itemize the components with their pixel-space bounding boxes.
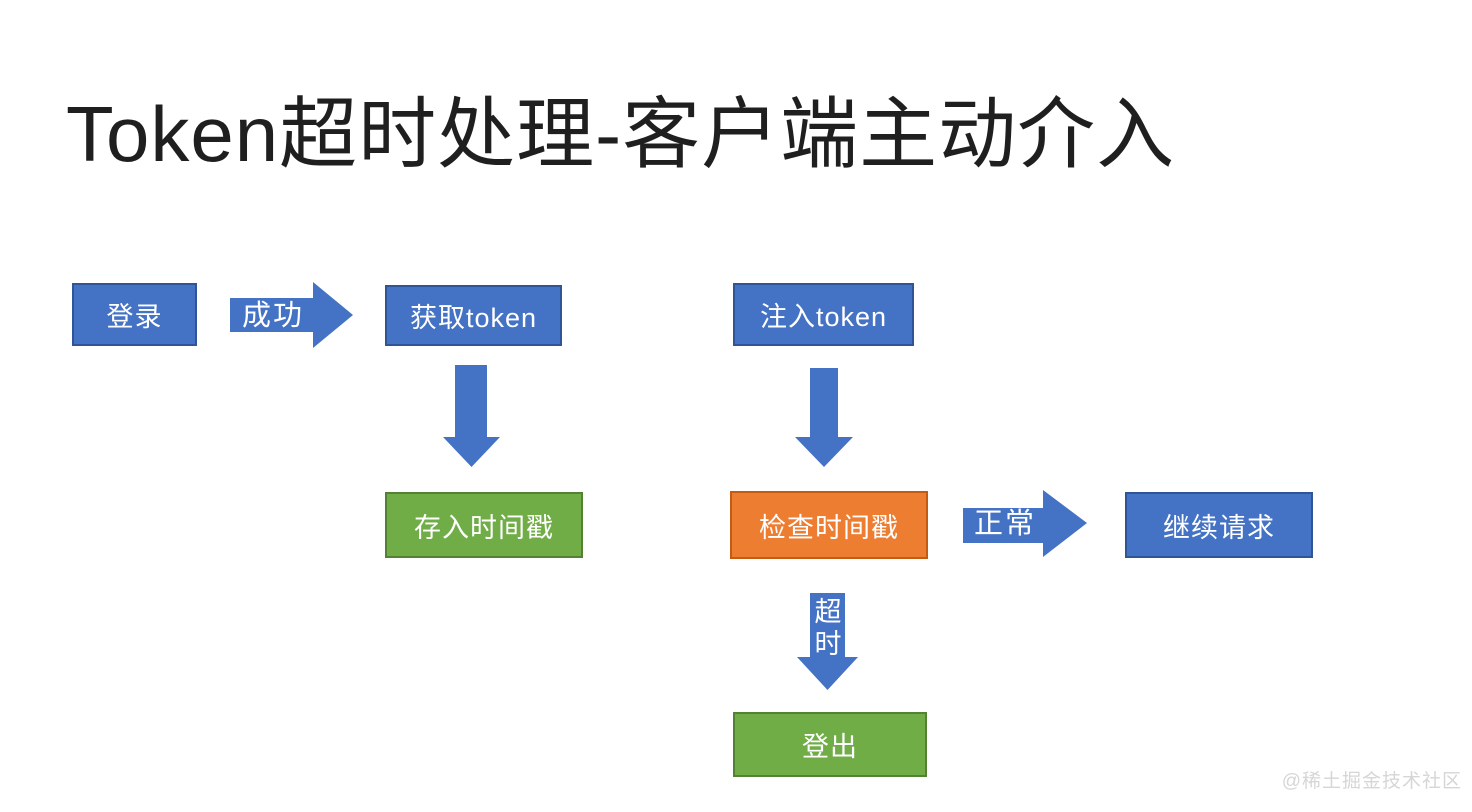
node-check-timestamp: 检查时间戳 [730, 491, 928, 559]
edge-label-timeout: 超时 [814, 597, 842, 659]
node-logout: 登出 [733, 712, 927, 777]
watermark: @稀土掘金技术社区 [1281, 771, 1462, 792]
node-continue-request: 继续请求 [1125, 492, 1313, 558]
node-get-token: 获取token [385, 285, 562, 346]
node-store-timestamp: 存入时间戳 [385, 492, 583, 558]
node-get-token-label: 获取token [409, 303, 538, 333]
right-arrow-icon [230, 282, 353, 348]
down-arrow-icon [443, 365, 500, 467]
node-inject-token: 注入token [733, 283, 914, 346]
node-login: 登录 [72, 283, 197, 346]
edge-label-success: 成功 [241, 300, 304, 332]
node-inject-token-label: 注入token [759, 302, 888, 332]
down-arrow-icon [797, 593, 858, 690]
down-arrow-icon [795, 368, 853, 467]
node-login-label: 登录 [106, 302, 163, 332]
node-store-timestamp-label: 存入时间戳 [414, 512, 554, 543]
slide-title: Token超时处理-客户端主动介入 [66, 90, 1176, 178]
node-logout-label: 登出 [802, 732, 858, 762]
node-continue-request-label: 继续请求 [1163, 512, 1275, 543]
node-check-timestamp-label: 检查时间戳 [759, 512, 899, 543]
edge-label-normal: 正常 [973, 508, 1036, 540]
right-arrow-icon [963, 490, 1087, 557]
